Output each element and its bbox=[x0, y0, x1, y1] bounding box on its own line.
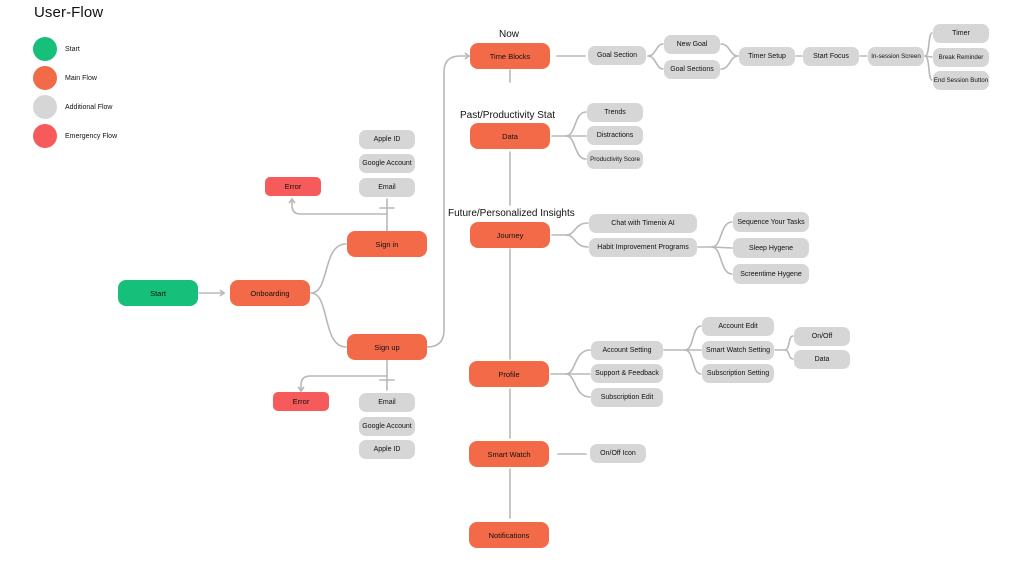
heading-future-insights: Future/Personalized Insights bbox=[448, 208, 575, 219]
connector-line bbox=[711, 221, 733, 248]
node-profile-data[interactable]: Data bbox=[794, 350, 850, 369]
legend-label: Emergency Flow bbox=[65, 132, 118, 140]
node-end-session-button[interactable]: End Session Button bbox=[933, 71, 989, 90]
connector-line bbox=[711, 246, 733, 249]
node-distractions[interactable]: Distractions bbox=[587, 126, 643, 145]
node-signup-apple-id[interactable]: Apple ID bbox=[359, 440, 415, 459]
node-sign-in[interactable]: Sign in bbox=[347, 231, 427, 257]
connector-line bbox=[684, 325, 702, 351]
connector-arrow bbox=[426, 55, 470, 348]
connector-line bbox=[565, 222, 589, 236]
node-timer-setup[interactable]: Timer Setup bbox=[739, 47, 795, 66]
node-start[interactable]: Start bbox=[118, 280, 198, 306]
connector-line bbox=[924, 32, 933, 57]
node-screentime-hygene[interactable]: Screentime Hygene bbox=[733, 264, 809, 284]
connector-line bbox=[647, 55, 664, 70]
node-habit-improvement-programs[interactable]: Habit Improvement Programs bbox=[589, 238, 697, 257]
connector-line bbox=[720, 55, 739, 70]
node-journey[interactable]: Journey bbox=[470, 222, 550, 248]
connector-arrow bbox=[291, 198, 388, 215]
connector-line bbox=[711, 246, 733, 275]
node-goal-sections[interactable]: Goal Sections bbox=[664, 60, 720, 79]
node-on-off-icon[interactable]: On/Off Icon bbox=[590, 444, 646, 463]
connector-line bbox=[784, 349, 794, 360]
node-time-blocks[interactable]: Time Blocks bbox=[470, 43, 550, 69]
node-signin-google-account[interactable]: Google Account bbox=[359, 154, 415, 173]
connector-line bbox=[565, 111, 587, 137]
node-smart-watch[interactable]: Smart Watch bbox=[469, 441, 549, 467]
node-new-goal[interactable]: New Goal bbox=[664, 35, 720, 54]
arrowhead bbox=[464, 52, 471, 60]
node-break-reminder[interactable]: Break Reminder bbox=[933, 48, 989, 67]
node-smart-watch-setting[interactable]: Smart Watch Setting bbox=[702, 341, 774, 360]
node-sign-up[interactable]: Sign up bbox=[347, 334, 427, 360]
node-chat-timenix-ai[interactable]: Chat with Timenix AI bbox=[589, 214, 697, 233]
legend-item-additional-flow: Additional Flow bbox=[33, 95, 112, 119]
heading-now: Now bbox=[499, 29, 520, 40]
node-in-session-screen[interactable]: In-session Screen bbox=[868, 47, 924, 66]
arrowhead bbox=[288, 197, 296, 204]
node-account-edit[interactable]: Account Edit bbox=[702, 317, 774, 336]
connector-arrow bbox=[300, 375, 388, 392]
node-on-off[interactable]: On/Off bbox=[794, 327, 850, 346]
connector-line bbox=[565, 234, 589, 248]
node-notifications[interactable]: Notifications bbox=[469, 522, 549, 548]
node-error-signin[interactable]: Error bbox=[265, 177, 321, 196]
legend-label: Start bbox=[65, 45, 80, 53]
node-start-focus[interactable]: Start Focus bbox=[803, 47, 859, 66]
node-signup-google-account[interactable]: Google Account bbox=[359, 417, 415, 436]
legend-item-main-flow: Main Flow bbox=[33, 66, 97, 90]
node-trends[interactable]: Trends bbox=[587, 103, 643, 122]
legend-swatch bbox=[33, 124, 57, 148]
node-data[interactable]: Data bbox=[470, 123, 550, 149]
node-error-signup[interactable]: Error bbox=[273, 392, 329, 411]
legend-swatch bbox=[33, 37, 57, 61]
node-signup-email[interactable]: Email bbox=[359, 393, 415, 412]
legend-swatch bbox=[33, 95, 57, 119]
node-support-feedback[interactable]: Support & Feedback bbox=[591, 364, 663, 383]
connector-line bbox=[924, 55, 933, 81]
arrowhead bbox=[297, 386, 305, 393]
connector-line bbox=[720, 43, 739, 57]
node-sleep-hygene[interactable]: Sleep Hygene bbox=[733, 238, 809, 258]
page-title: User-Flow bbox=[34, 4, 104, 21]
node-productivity-score[interactable]: Productivity Score bbox=[587, 150, 643, 169]
legend-item-start: Start bbox=[33, 37, 80, 61]
connector-line bbox=[684, 349, 702, 375]
node-onboarding[interactable]: Onboarding bbox=[230, 280, 310, 306]
legend-item-emergency-flow: Emergency Flow bbox=[33, 124, 117, 148]
connector-line bbox=[784, 335, 794, 351]
node-goal-section[interactable]: Goal Section bbox=[588, 46, 646, 65]
legend-label: Additional Flow bbox=[65, 103, 113, 111]
connector-line bbox=[310, 243, 347, 294]
node-timer[interactable]: Timer bbox=[933, 24, 989, 43]
heading-past-productivity: Past/Productivity Stat bbox=[460, 110, 556, 121]
connector-line bbox=[565, 135, 587, 160]
node-account-setting[interactable]: Account Setting bbox=[591, 341, 663, 360]
node-signin-email[interactable]: Email bbox=[359, 178, 415, 197]
connector-line bbox=[310, 292, 347, 348]
legend-label: Main Flow bbox=[65, 74, 97, 82]
legend-swatch bbox=[33, 66, 57, 90]
node-subscription-setting[interactable]: Subscription Setting bbox=[702, 364, 774, 383]
node-subscription-edit[interactable]: Subscription Edit bbox=[591, 388, 663, 407]
node-sequence-your-tasks[interactable]: Sequence Your Tasks bbox=[733, 212, 809, 232]
connector-line bbox=[647, 43, 664, 57]
connector-line bbox=[565, 373, 591, 398]
node-signin-apple-id[interactable]: Apple ID bbox=[359, 130, 415, 149]
node-profile[interactable]: Profile bbox=[469, 361, 549, 387]
connector-line bbox=[565, 349, 591, 375]
arrowhead bbox=[219, 289, 226, 297]
